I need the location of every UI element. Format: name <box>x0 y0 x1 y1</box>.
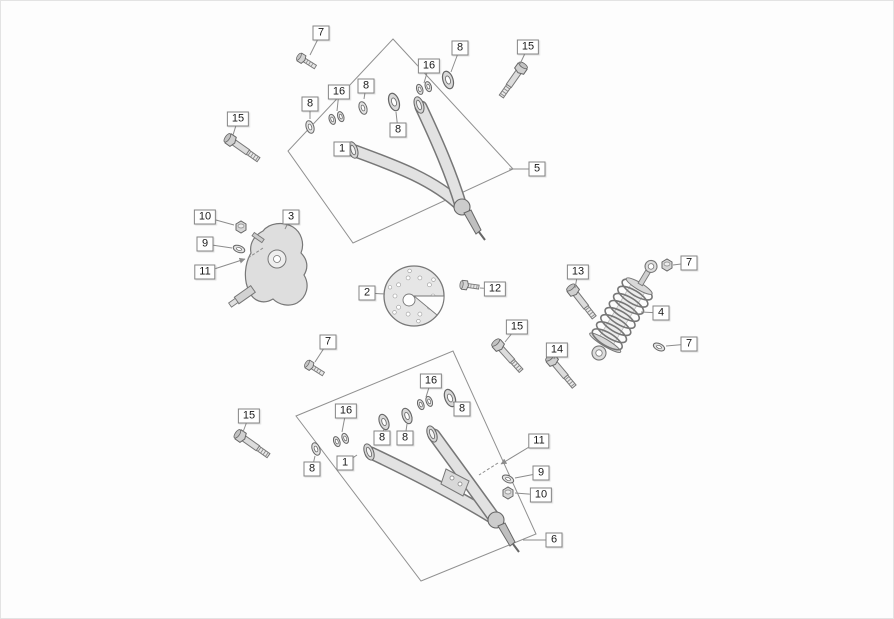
brake-disc-guard <box>383 265 445 327</box>
callout-13: 13 <box>566 264 590 280</box>
callout-9: 9 <box>532 465 550 481</box>
shock-absorber <box>589 259 658 361</box>
lower-assembly-outline <box>295 350 537 582</box>
callout-8: 8 <box>451 40 469 56</box>
callout-15: 15 <box>516 39 540 55</box>
upper-ball-joint <box>453 198 486 241</box>
callout-7: 7 <box>680 336 698 352</box>
callout-8: 8 <box>303 461 321 477</box>
callout-4: 4 <box>652 305 670 321</box>
stud-axis-line-lower <box>478 462 499 476</box>
short-bolt-7-upper <box>296 52 318 70</box>
washer-7-shock-bottom <box>652 342 666 352</box>
callout-3: 3 <box>282 209 300 225</box>
long-bolt-14 <box>545 353 577 389</box>
callout-16: 16 <box>327 84 351 100</box>
long-bolt-13 <box>566 283 597 320</box>
callout-7: 7 <box>319 334 337 350</box>
callout-5: 5 <box>528 161 546 177</box>
callout-9: 9 <box>196 236 214 252</box>
lower-control-arm <box>363 425 520 553</box>
callout-10: 10 <box>193 209 217 225</box>
knuckle-spindle <box>228 285 256 308</box>
long-bolt-15-shock <box>491 338 524 374</box>
callout-8: 8 <box>389 122 407 138</box>
nut-10-upper <box>235 220 247 234</box>
callout-8: 8 <box>373 430 391 446</box>
callout-14: 14 <box>545 342 569 358</box>
callout-12: 12 <box>483 281 507 297</box>
washer-9-lower <box>501 474 515 484</box>
upper-control-arm <box>347 96 486 241</box>
long-bolt-15-top-right <box>498 61 528 99</box>
long-bolt-15-lower-left <box>233 429 271 459</box>
long-bolt-15-upper-left <box>223 133 261 163</box>
washer-9-upper <box>232 244 246 254</box>
nut-10-lower <box>502 486 514 500</box>
upper-arm-hardware <box>305 70 455 134</box>
callout-16: 16 <box>419 373 443 389</box>
callout-1: 1 <box>336 455 354 471</box>
steering-knuckle <box>228 222 308 308</box>
lower-arm-hardware <box>311 388 457 456</box>
callout-7: 7 <box>312 25 330 41</box>
callout-11: 11 <box>194 264 216 280</box>
lower-ball-joint <box>487 511 520 553</box>
callout-1: 1 <box>333 141 351 157</box>
short-bolt-7-lower <box>304 359 326 377</box>
callout-16: 16 <box>417 58 441 74</box>
stud-axis-line <box>247 247 264 259</box>
callout-15: 15 <box>237 408 261 424</box>
upper-assembly-outline <box>287 38 514 244</box>
callout-10: 10 <box>529 487 553 503</box>
nut-7-shock-top <box>661 258 673 272</box>
callout-6: 6 <box>545 532 563 548</box>
callout-15: 15 <box>226 111 250 127</box>
lower-arm-bracket <box>440 462 499 497</box>
callout-7: 7 <box>680 255 698 271</box>
callout-8: 8 <box>301 96 319 112</box>
callout-8: 8 <box>453 401 471 417</box>
callout-8: 8 <box>357 78 375 94</box>
small-bolt-12 <box>459 279 480 291</box>
callout-2: 2 <box>358 285 376 301</box>
callout-16: 16 <box>334 403 358 419</box>
callout-11: 11 <box>528 433 550 449</box>
callout-8: 8 <box>396 430 414 446</box>
callout-15: 15 <box>505 319 529 335</box>
knuckle-stud <box>251 231 265 244</box>
